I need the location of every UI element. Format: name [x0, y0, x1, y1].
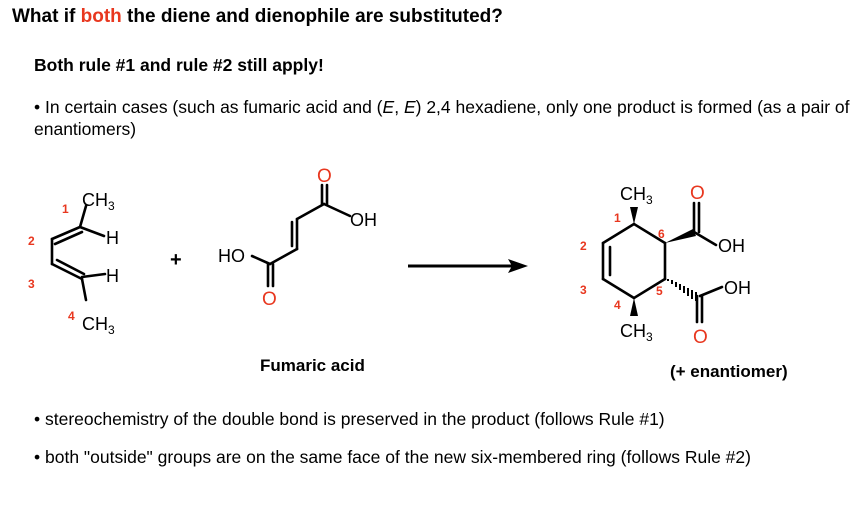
product-num-1: 1 [614, 211, 621, 225]
fumaric-o-bottom: O [262, 289, 277, 310]
wedge-bond-c6-cooh [665, 229, 696, 243]
slide-title: What if both the diene and dienophile ar… [12, 6, 503, 28]
fumaric-ho: HO [218, 246, 245, 266]
diene-num-3: 3 [28, 277, 35, 291]
bullet1-pre: In certain cases (such as fumaric acid a… [40, 97, 383, 117]
enantiomer-caption: (+ enantiomer) [670, 362, 788, 381]
wedge-bond-c4-methyl [630, 298, 638, 316]
bullet1-e2: E [403, 97, 416, 117]
product-o-bottom: O [693, 327, 708, 348]
title-post: the diene and dienophile are substituted… [121, 6, 503, 27]
product-o-top: O [690, 183, 705, 204]
title-emphasis: both [80, 6, 122, 27]
bullet1-e1: E [382, 97, 395, 117]
reaction-arrow [408, 259, 528, 273]
title-pre: What if [12, 6, 81, 27]
fumaric-acid-structure [250, 183, 352, 288]
bullet-marker: • [34, 97, 41, 117]
fumaric-acid-caption: Fumaric acid [260, 356, 365, 375]
product-num-6: 6 [658, 227, 665, 241]
bullet-stereochemistry: • stereochemistry of the double bond is … [34, 409, 665, 429]
bullet-outside-groups: • both "outside" groups are on the same … [34, 447, 751, 467]
product-num-5: 5 [656, 284, 663, 298]
diene-structure [50, 204, 107, 302]
product-num-4: 4 [614, 298, 621, 312]
diene-num-4: 4 [68, 309, 75, 323]
product-num-2: 2 [580, 239, 587, 253]
diene-num-1: 1 [62, 202, 69, 216]
product-num-3: 3 [580, 283, 587, 297]
product-oh-bottom: OH [724, 278, 751, 298]
diene-h-lower: H [106, 266, 119, 286]
bullet-certain-cases: • In certain cases (such as fumaric acid… [34, 96, 854, 140]
product-oh-top: OH [718, 236, 745, 256]
diene-h-upper: H [106, 228, 119, 248]
bullet1-mid: , [394, 97, 404, 117]
hashed-bond-c5-cooh [667, 279, 697, 301]
plus-sign: + [170, 249, 182, 271]
diene-num-2: 2 [28, 234, 35, 248]
product-ch3-bottom: CH3 [620, 321, 653, 344]
bullet1-post: ) 2,4 hexadiene, only one product is for… [34, 97, 850, 139]
wedge-bond-c1-methyl [630, 207, 638, 224]
diene-ch3-bottom: CH3 [82, 314, 115, 337]
fumaric-oh: OH [350, 210, 377, 230]
product-ch3-top: CH3 [620, 184, 653, 207]
product-structure [601, 201, 724, 324]
subheading: Both rule #1 and rule #2 still apply! [34, 55, 324, 75]
diene-ch3-top: CH3 [82, 190, 115, 213]
fumaric-o-top: O [317, 166, 332, 187]
